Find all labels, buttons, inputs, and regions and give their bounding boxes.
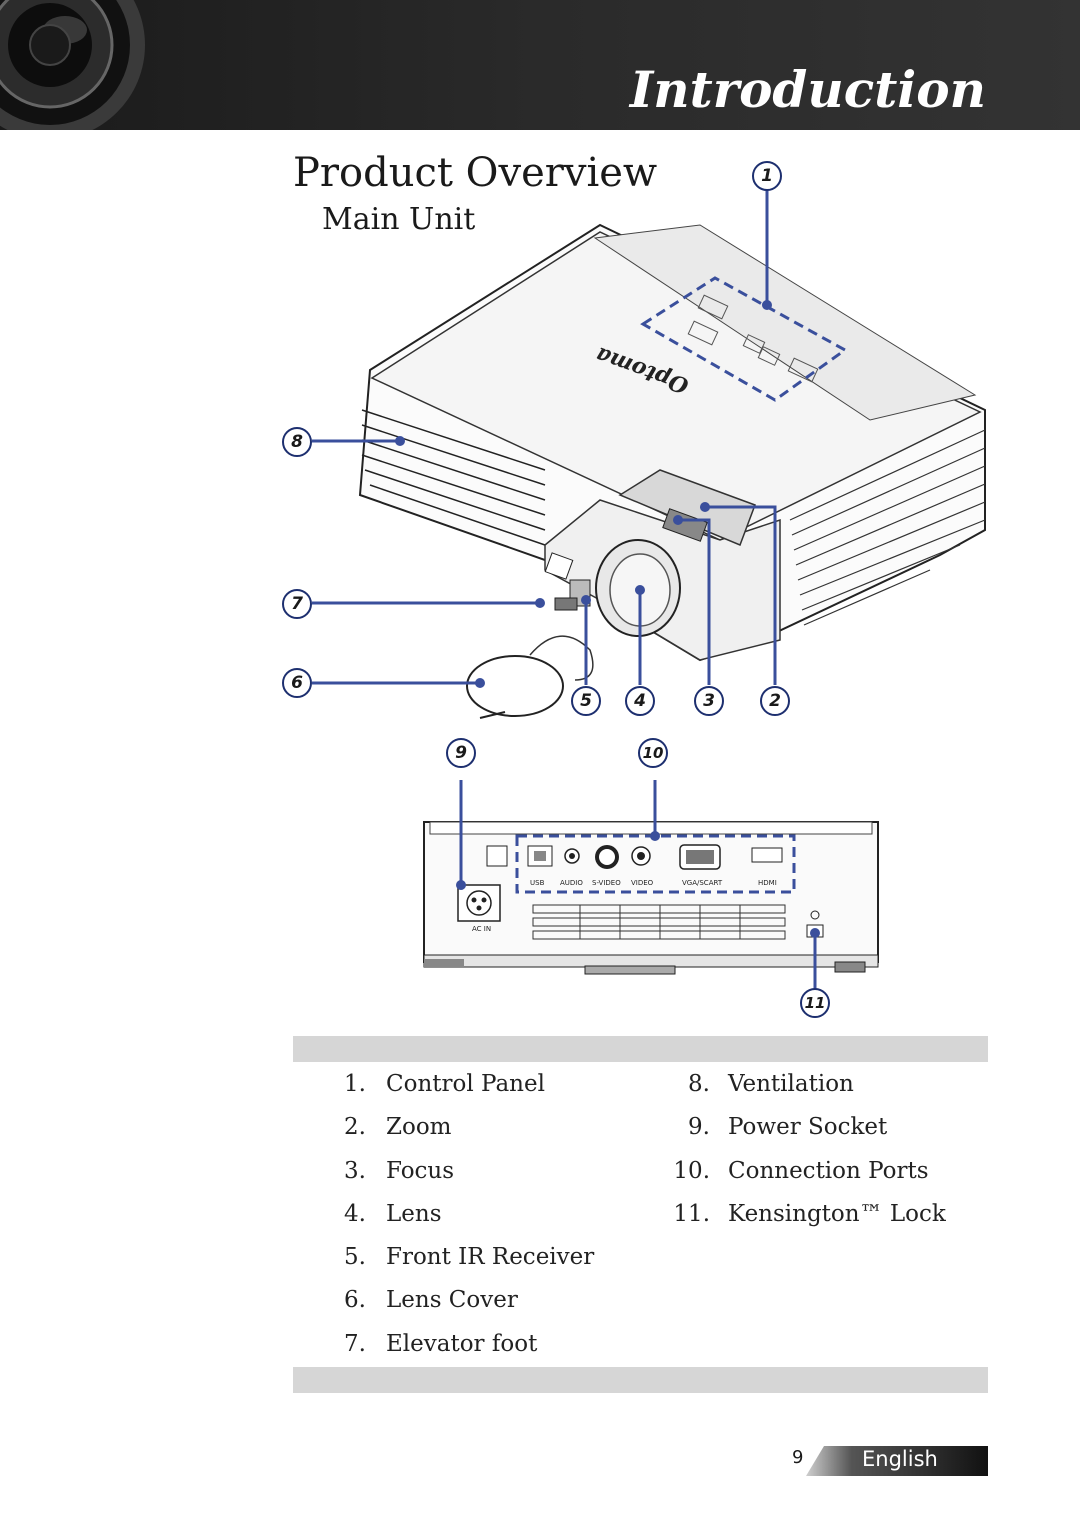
- page-number: 9: [792, 1447, 804, 1468]
- callout-7: 7: [282, 589, 312, 619]
- port-label-svideo: S-VIDEO: [592, 879, 621, 887]
- power-label: AC IN: [472, 925, 492, 933]
- callout-9: 9: [446, 738, 476, 768]
- callout-6: 6: [282, 668, 312, 698]
- sub-title: Main Unit: [322, 202, 476, 237]
- port-label-usb: USB: [530, 879, 545, 887]
- callout-1: 1: [752, 161, 782, 191]
- port-label-vga: VGA/SCART: [682, 879, 723, 887]
- callout-11: 11: [800, 988, 830, 1018]
- header-title: Introduction: [629, 60, 986, 119]
- port-label-audio: AUDIO: [560, 879, 583, 887]
- callout-8: 8: [282, 427, 312, 457]
- port-label-hdmi: HDMI: [758, 879, 777, 887]
- section-title: Product Overview: [293, 150, 658, 196]
- callout-3: 3: [694, 686, 724, 716]
- callout-2: 2: [760, 686, 790, 716]
- header-banner: Introduction: [0, 0, 1080, 130]
- list-band-top: [293, 1036, 988, 1062]
- footer-language-tab: [806, 1446, 988, 1476]
- language-label: English: [862, 1447, 938, 1471]
- rear-panel-illustration: [423, 780, 879, 990]
- lens-graphic: [0, 0, 145, 130]
- callout-10: 10: [638, 738, 668, 768]
- callout-4: 4: [625, 686, 655, 716]
- projector-illustration: Optoma: [312, 190, 986, 719]
- list-band-bottom: [293, 1367, 988, 1393]
- callout-5: 5: [571, 686, 601, 716]
- port-label-video: VIDEO: [631, 879, 654, 887]
